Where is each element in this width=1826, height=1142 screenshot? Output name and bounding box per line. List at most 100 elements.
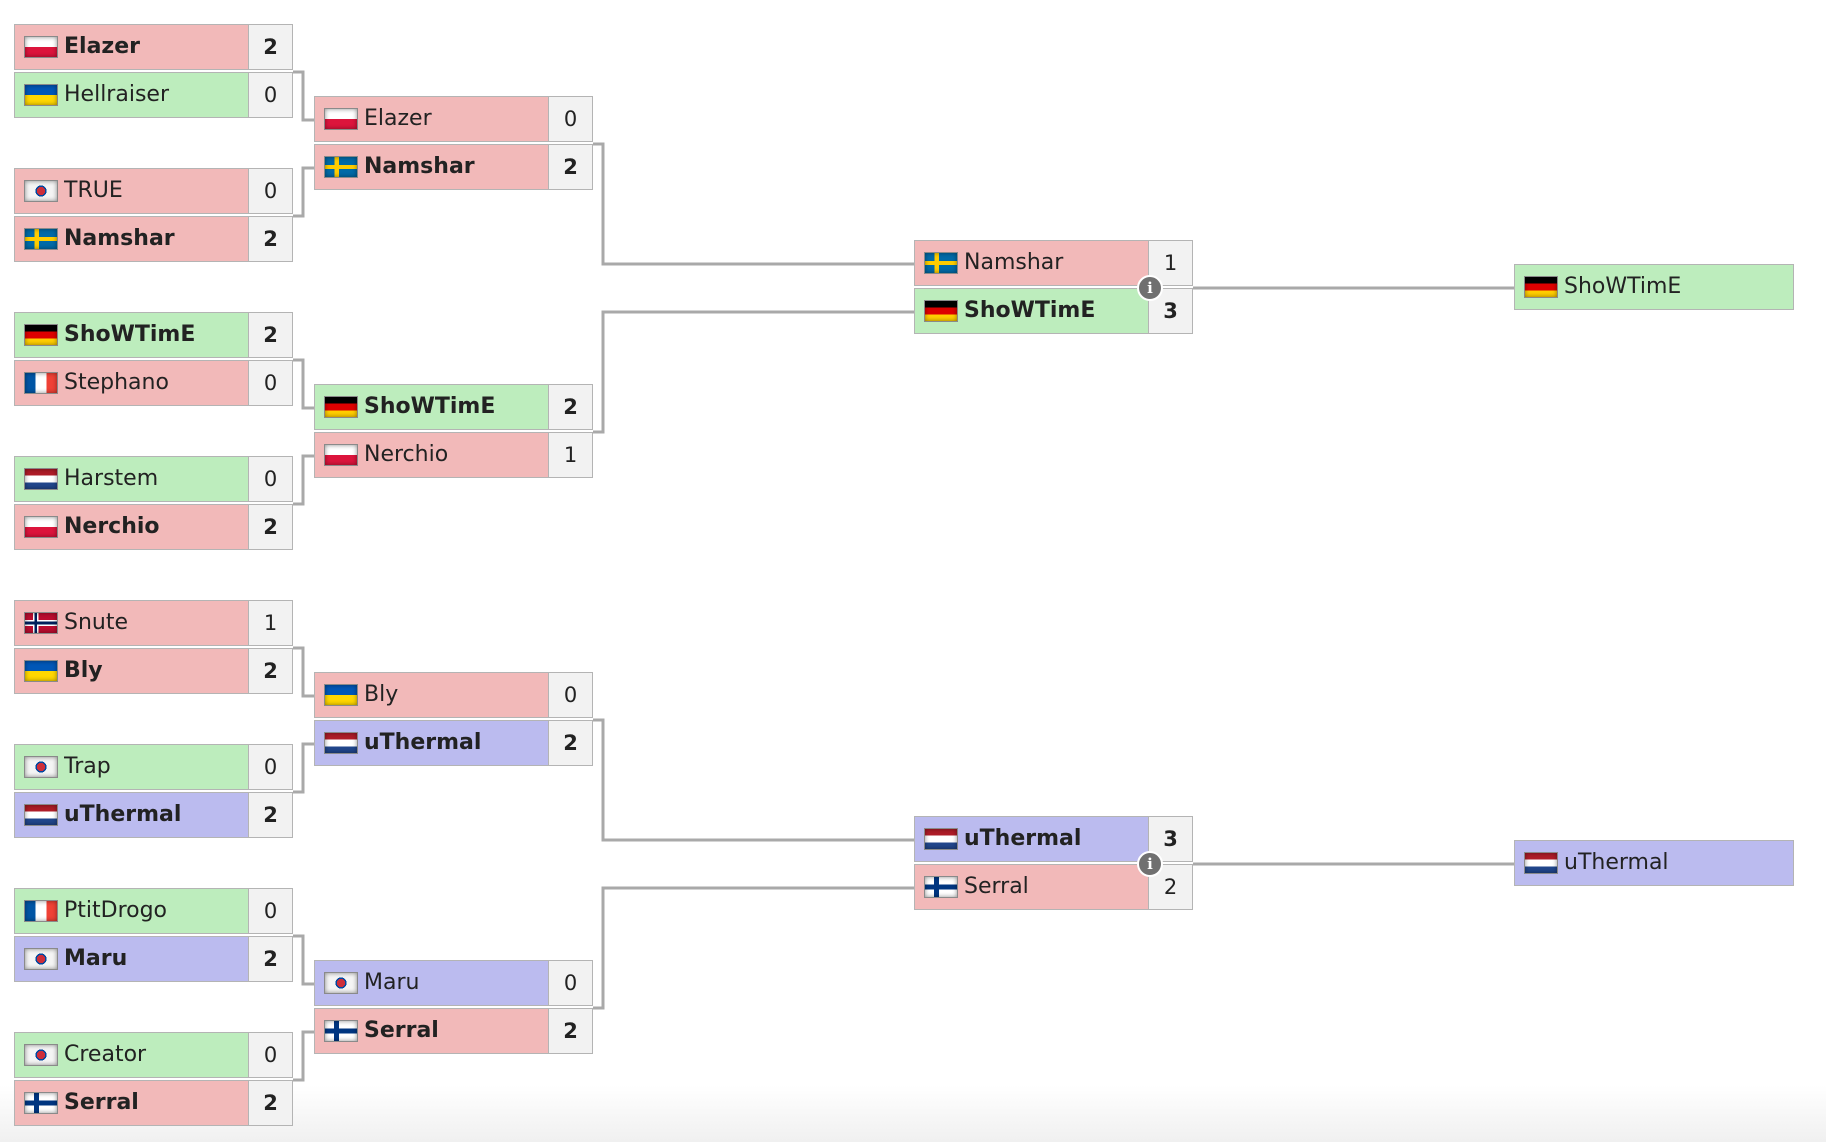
- qf-match-3-player-1[interactable]: Bly 0: [314, 672, 593, 718]
- advancing-player-2[interactable]: uThermal: [1514, 840, 1794, 886]
- player-name[interactable]: uThermal: [1564, 850, 1669, 875]
- flag-france-icon: [24, 372, 58, 394]
- player-name[interactable]: ShoWTimE: [964, 298, 1096, 323]
- player-name[interactable]: Serral: [64, 1090, 139, 1115]
- player-score: 0: [548, 673, 592, 717]
- player-name[interactable]: Elazer: [64, 34, 140, 59]
- player-score: 2: [548, 721, 592, 765]
- player-name[interactable]: PtitDrogo: [64, 898, 168, 923]
- r16-match-4-player-2[interactable]: Nerchio 2: [14, 504, 293, 550]
- player-name[interactable]: Bly: [64, 658, 103, 683]
- flag-norway-icon: [24, 612, 58, 634]
- qf-to-sf-connector: [593, 886, 914, 1010]
- player-score: 0: [548, 961, 592, 1005]
- advancing-player-1[interactable]: ShoWTimE: [1514, 264, 1794, 310]
- flag-finland-icon: [924, 876, 958, 898]
- qf-match-3-player-2[interactable]: uThermal 2: [314, 720, 593, 766]
- flag-germany-icon: [1524, 276, 1558, 298]
- player-score: 2: [248, 505, 292, 549]
- qf-match-1-player-1[interactable]: Elazer 0: [314, 96, 593, 142]
- r16-match-8-player-2[interactable]: Serral 2: [14, 1080, 293, 1126]
- player-name[interactable]: Snute: [64, 610, 129, 635]
- match-info-icon[interactable]: i: [1137, 851, 1163, 877]
- player-name[interactable]: Namshar: [364, 154, 475, 179]
- player-score: 2: [548, 145, 592, 189]
- flag-finland-icon: [24, 1092, 58, 1114]
- player-name[interactable]: Hellraiser: [64, 82, 169, 107]
- player-name[interactable]: ShoWTimE: [64, 322, 196, 347]
- flag-germany-icon: [924, 300, 958, 322]
- flag-poland-icon: [324, 444, 358, 466]
- r16-to-qf-connector: [293, 1030, 314, 1082]
- flag-netherlands-icon: [1524, 852, 1558, 874]
- r16-to-qf-connector: [293, 742, 314, 794]
- player-name[interactable]: Namshar: [964, 250, 1064, 275]
- player-name[interactable]: Serral: [964, 874, 1029, 899]
- match-info-icon[interactable]: i: [1137, 275, 1163, 301]
- flag-korea-icon: [24, 948, 58, 970]
- player-name[interactable]: Namshar: [64, 226, 175, 251]
- player-score: 2: [248, 1081, 292, 1125]
- flag-netherlands-icon: [24, 804, 58, 826]
- player-score: 1: [548, 433, 592, 477]
- flag-ukraine-icon: [24, 660, 58, 682]
- r16-match-6-player-2[interactable]: uThermal 2: [14, 792, 293, 838]
- flag-germany-icon: [24, 324, 58, 346]
- player-name[interactable]: ShoWTimE: [1564, 274, 1682, 299]
- player-score: 0: [248, 361, 292, 405]
- player-score: 0: [248, 889, 292, 933]
- player-name[interactable]: uThermal: [364, 730, 482, 755]
- player-name[interactable]: Elazer: [364, 106, 432, 131]
- flag-germany-icon: [324, 396, 358, 418]
- player-name[interactable]: Serral: [364, 1018, 439, 1043]
- r16-match-3-player-2[interactable]: Stephano 0: [14, 360, 293, 406]
- r16-to-qf-connector: [293, 646, 314, 698]
- qf-match-2-player-2[interactable]: Nerchio 1: [314, 432, 593, 478]
- player-name[interactable]: Harstem: [64, 466, 159, 491]
- player-name[interactable]: uThermal: [64, 802, 182, 827]
- player-score: 0: [548, 97, 592, 141]
- player-name[interactable]: Maru: [64, 946, 128, 971]
- qf-match-4-player-1[interactable]: Maru 0: [314, 960, 593, 1006]
- r16-match-7-player-1[interactable]: PtitDrogo 0: [14, 888, 293, 934]
- r16-match-1-player-1[interactable]: Elazer 2: [14, 24, 293, 70]
- player-score: 2: [248, 793, 292, 837]
- qf-match-1-player-2[interactable]: Namshar 2: [314, 144, 593, 190]
- r16-match-3-player-1[interactable]: ShoWTimE 2: [14, 312, 293, 358]
- player-name[interactable]: Creator: [64, 1042, 147, 1067]
- r16-to-qf-connector: [293, 454, 314, 506]
- flag-finland-icon: [324, 1020, 358, 1042]
- r16-to-qf-connector: [293, 166, 314, 218]
- flag-korea-icon: [24, 756, 58, 778]
- player-name[interactable]: Maru: [364, 970, 420, 995]
- player-name[interactable]: Stephano: [64, 370, 169, 395]
- r16-to-qf-connector: [293, 934, 314, 986]
- player-name[interactable]: Nerchio: [364, 442, 449, 467]
- player-name[interactable]: TRUE: [64, 178, 123, 203]
- flag-korea-icon: [24, 180, 58, 202]
- player-name[interactable]: Nerchio: [64, 514, 160, 539]
- player-name[interactable]: Bly: [364, 682, 399, 707]
- player-name[interactable]: uThermal: [964, 826, 1082, 851]
- player-score: 2: [248, 313, 292, 357]
- flag-netherlands-icon: [324, 732, 358, 754]
- player-name[interactable]: Trap: [64, 754, 111, 779]
- qf-to-sf-connector: [593, 310, 914, 434]
- flag-sweden-icon: [924, 252, 958, 274]
- player-score: 2: [248, 25, 292, 69]
- r16-match-5-player-2[interactable]: Bly 2: [14, 648, 293, 694]
- player-name[interactable]: ShoWTimE: [364, 394, 496, 419]
- player-score: 2: [248, 649, 292, 693]
